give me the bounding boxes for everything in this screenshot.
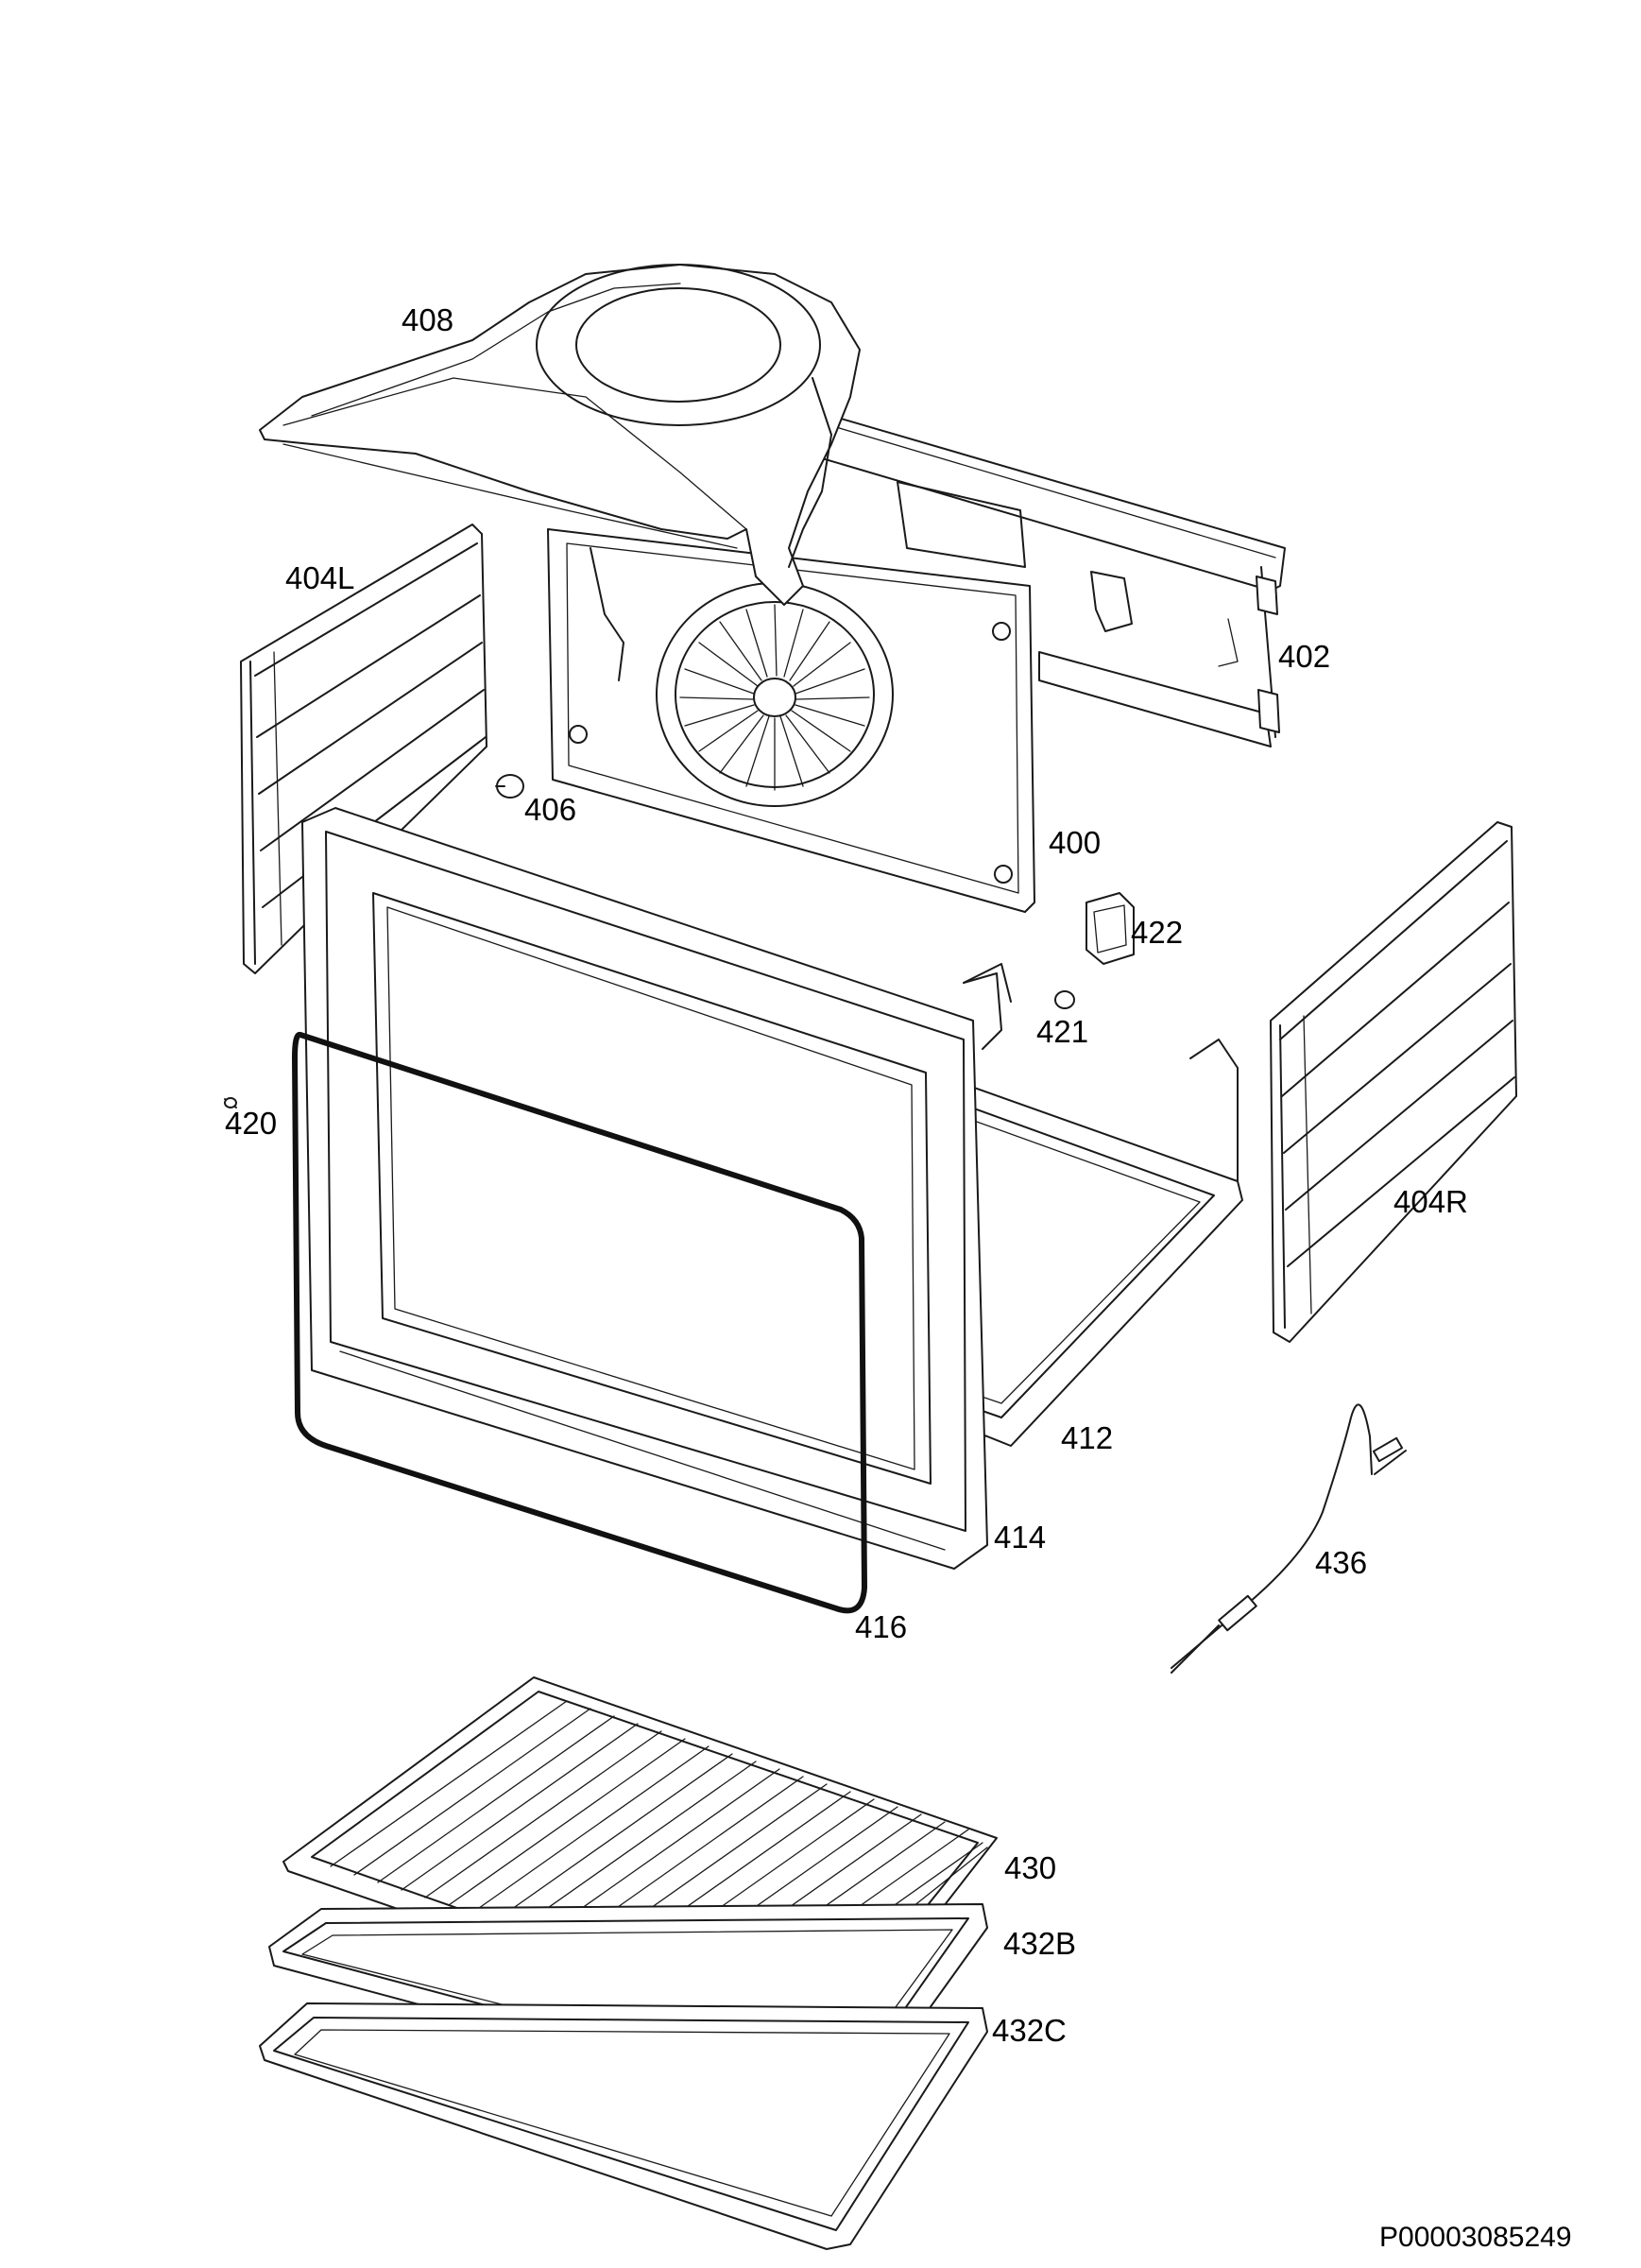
part-422-switch — [1085, 892, 1135, 965]
label-430: 430 — [1004, 1850, 1057, 1885]
label-432C: 432C — [992, 2013, 1067, 2048]
part-404R-right-shelf-support — [1270, 821, 1517, 1343]
label-400: 400 — [1049, 825, 1102, 860]
label-402: 402 — [1278, 639, 1331, 674]
label-422: 422 — [1131, 915, 1184, 950]
label-414: 414 — [994, 1520, 1047, 1555]
label-421: 421 — [1036, 1014, 1089, 1049]
label-412: 412 — [1061, 1420, 1114, 1455]
part-408-top-duct — [259, 264, 861, 606]
part-420-screw — [224, 1097, 237, 1108]
part-406-light-cover — [495, 774, 524, 799]
label-436: 436 — [1315, 1545, 1368, 1580]
part-402-rear-rail — [821, 415, 1286, 747]
part-436-meat-probe — [1171, 1403, 1407, 1674]
label-420: 420 — [225, 1106, 278, 1141]
part-416-door-seal — [292, 1031, 867, 1614]
part-414-oven-frame — [301, 807, 1002, 1570]
label-432B: 432B — [1003, 1926, 1077, 1961]
part-421-screw — [1054, 990, 1075, 1009]
label-406: 406 — [524, 792, 577, 827]
document-id: P00003085249 — [1379, 2222, 1572, 2253]
label-416: 416 — [855, 1609, 908, 1644]
label-404R: 404R — [1393, 1184, 1468, 1219]
part-432C-deep-tray — [259, 2002, 988, 2250]
label-408: 408 — [402, 302, 454, 337]
part-400-back-panel — [547, 481, 1035, 913]
label-404L: 404L — [285, 560, 355, 595]
